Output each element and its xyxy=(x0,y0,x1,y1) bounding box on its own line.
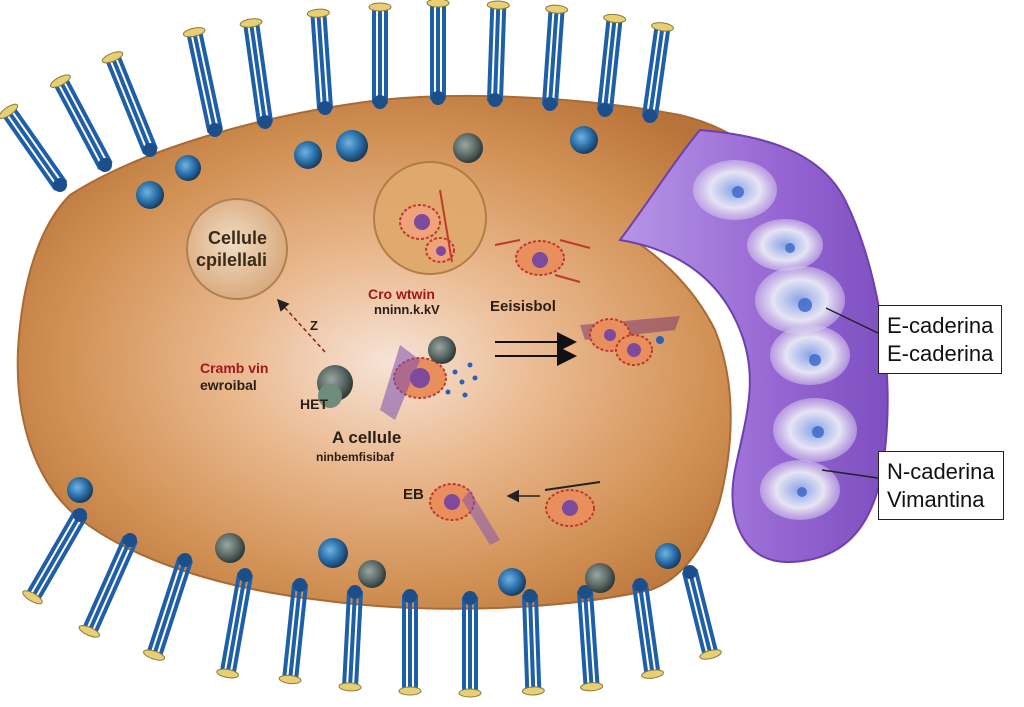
e-cadherin-line-2: E-caderina xyxy=(887,341,994,366)
epithelial-cell-bubble xyxy=(186,198,288,300)
receptor-icon xyxy=(78,533,138,638)
transition-arrows xyxy=(276,298,577,503)
receptor-icon xyxy=(239,18,273,129)
receptor-icon xyxy=(278,578,308,685)
center-cell-sublabel: ninbemfisibaf xyxy=(316,450,395,464)
receptor-icon xyxy=(182,27,223,137)
receptor-icon xyxy=(50,74,113,172)
receptor-icon xyxy=(338,585,363,692)
receptor-icon xyxy=(642,22,674,123)
receptor-icon xyxy=(22,508,88,605)
receptor-icon xyxy=(143,553,193,661)
e-cadherin-line-1: E-caderina xyxy=(887,313,994,338)
receptor-icon xyxy=(542,4,569,111)
n-cadherin-line-2: Vimantina xyxy=(887,487,985,512)
receptor-icon xyxy=(682,565,722,660)
n-cadherin-line-1: N-caderina xyxy=(887,459,995,484)
receptor-icon xyxy=(458,591,482,698)
central-migrating-cells xyxy=(317,336,478,420)
left-het-label: HET xyxy=(300,396,328,412)
n-cadherin-leader xyxy=(821,469,879,479)
membrane-vesicles xyxy=(67,126,681,596)
bottom-membrane-receptors xyxy=(22,508,722,698)
receptor-icon xyxy=(216,568,253,679)
right-migrating-cells xyxy=(580,316,680,366)
upper-bubble-cells xyxy=(399,189,455,263)
lower-left-label: EB xyxy=(403,486,424,503)
small-z-label: Z xyxy=(310,318,318,333)
receptor-icon xyxy=(577,585,604,692)
upper-right-migrating-cells xyxy=(494,239,591,283)
n-cadherin-callout: N-caderina Vimantina xyxy=(878,451,1004,520)
receptor-icon xyxy=(398,589,422,696)
left-dark-label: ewroibal xyxy=(200,377,257,393)
center-top-red-label: Cro wtwin xyxy=(368,286,435,302)
receptor-icon xyxy=(101,51,158,157)
receptor-icon xyxy=(368,2,392,109)
lower-migrating-cells xyxy=(429,481,601,545)
e-cadherin-callout: E-caderina E-caderina xyxy=(878,305,1003,374)
left-red-label: Cramb vin xyxy=(200,360,269,376)
receptor-icon xyxy=(306,8,333,115)
mesenchymal-cell-clouds xyxy=(693,160,857,520)
receptor-icon xyxy=(0,103,67,192)
migration-label: Eeisisbol xyxy=(490,298,556,315)
receptor-icon xyxy=(521,589,545,696)
receptor-icon xyxy=(632,578,664,679)
e-cadherin-leader xyxy=(825,307,879,334)
center-top-dark-label: nninn.k.kV xyxy=(374,302,440,317)
receptor-icon xyxy=(426,0,450,105)
epithelial-cell-label-1: Cellule xyxy=(208,228,268,248)
epithelial-cell-label-2: cpilellali xyxy=(196,250,268,270)
center-cell-label: A cellule xyxy=(332,428,402,447)
receptor-icon xyxy=(597,13,627,117)
top-membrane-receptors xyxy=(0,0,674,192)
receptor-icon xyxy=(486,0,510,107)
